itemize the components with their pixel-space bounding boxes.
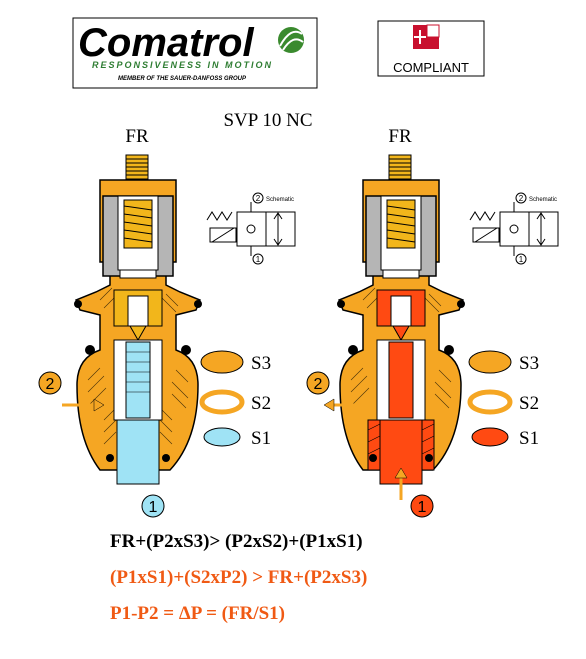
svg-text:1: 1 — [256, 255, 261, 264]
port-2-label: 2 — [314, 376, 323, 393]
area-legend: S3 S2 S1 — [467, 350, 539, 449]
port-1-label: 1 — [418, 499, 427, 516]
svg-text:2: 2 — [256, 194, 261, 203]
adjust-spring — [125, 154, 149, 180]
flow-arrow-up-icon — [394, 467, 408, 500]
equation-delta-p: P1-P2 = ΔP = (FR/S1) — [110, 603, 285, 624]
svg-text:Schematic: Schematic — [529, 197, 557, 203]
comatrol-logo: Comatrol RESPONSIVENESS IN MOTION MEMBER… — [72, 17, 318, 89]
equation-open: (P1xS1)+(S2xP2) > FR+(P2xS3) — [110, 567, 367, 588]
inlet-passage — [116, 419, 160, 485]
area-legend: S3 S2 S1 — [199, 350, 271, 449]
valve-right: FR — [306, 126, 559, 518]
port-1-marker — [410, 494, 434, 518]
svg-text:S3: S3 — [251, 353, 271, 374]
schematic-symbol: 2 1 Schematic — [206, 192, 296, 265]
port-2-label: 2 — [46, 376, 55, 393]
flow-arrow-out-icon — [323, 398, 366, 412]
spring-force-label: FR — [388, 126, 412, 147]
svg-text:S2: S2 — [251, 393, 271, 414]
logo-tagline: RESPONSIVENESS IN MOTION — [92, 60, 273, 70]
flow-arrow-in-icon — [62, 398, 105, 412]
page-title: SVP 10 NC — [223, 110, 312, 131]
svg-text:Schematic: Schematic — [266, 197, 294, 203]
armature-spring — [386, 199, 416, 249]
armature-spring — [123, 199, 153, 249]
compliant-label: COMPLIANT — [393, 60, 469, 75]
poppet-s3-area — [125, 341, 151, 419]
svg-text:S2: S2 — [519, 393, 539, 414]
compliant-badge: COMPLIANT — [377, 20, 485, 77]
port-1-marker — [141, 494, 165, 518]
svg-text:S1: S1 — [251, 428, 271, 449]
logo-leaf-icon — [278, 27, 304, 53]
svg-text:1: 1 — [519, 255, 524, 264]
adjust-spring — [388, 154, 412, 180]
port-2-marker — [306, 371, 330, 395]
schematic-symbol: 2 1 Schematic — [469, 192, 559, 265]
poppet-s3-area — [388, 341, 414, 419]
logo-member: MEMBER OF THE SAUER-DANFOSS GROUP — [118, 76, 247, 82]
svg-text:2: 2 — [519, 194, 524, 203]
spring-force-label: FR — [125, 126, 149, 147]
compliant-mark-icon — [413, 24, 440, 49]
svg-text:S3: S3 — [519, 353, 539, 374]
logo-brand: Comatrol — [78, 21, 254, 65]
port-1-label: 1 — [149, 499, 158, 516]
equation-closed: FR+(P2xS3)> (P2xS2)+(P1xS1) — [110, 531, 363, 552]
svg-text:S1: S1 — [519, 428, 539, 449]
valve-left: FR — [38, 126, 296, 518]
port-2-marker — [38, 371, 62, 395]
